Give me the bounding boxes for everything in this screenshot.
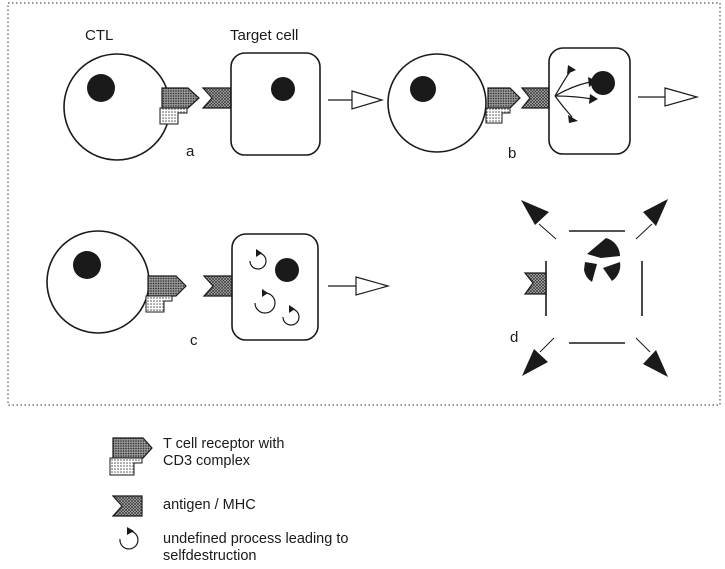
panel-a: CTL Target cell a [64, 27, 382, 160]
legend-item-process: undefined process leading to selfdestruc… [163, 531, 348, 565]
fragmented-nucleus [584, 238, 620, 282]
legend-icons [110, 438, 152, 549]
t-cell-receptor [162, 88, 199, 108]
ctl-cell [47, 231, 149, 333]
t-cell-receptor-cd3-icon [110, 438, 152, 475]
legend-text-line: selfdestruction [163, 548, 348, 565]
panel-label-b: b [508, 145, 516, 162]
ctl-cell [388, 54, 486, 152]
legend-text-line: T cell receptor with [163, 436, 284, 453]
ctl-nucleus [87, 74, 115, 102]
cd3-complex [160, 108, 187, 124]
target-nucleus [271, 77, 295, 101]
antigen-mhc [204, 276, 232, 296]
target-cell [231, 53, 320, 155]
target-cell-label: Target cell [230, 27, 298, 44]
progression-arrow-head [352, 91, 382, 109]
cd3-complex [146, 296, 172, 312]
legend-text-line: antigen / MHC [163, 497, 256, 514]
progression-arrow-head [665, 88, 697, 106]
panel-label-a: a [186, 143, 195, 160]
progression-arrow-head [356, 277, 388, 295]
panel-b: b [388, 48, 697, 162]
circular-process-arrow-icon [120, 527, 138, 549]
panel-d: d [510, 199, 668, 377]
legend-text-line: undefined process leading to [163, 531, 348, 548]
antigen-mhc-icon [113, 496, 142, 516]
target-nucleus [591, 71, 615, 95]
ctl-cell [64, 54, 170, 160]
antigen-mhc [522, 88, 549, 108]
legend-item-receptor: T cell receptor with CD3 complex [163, 436, 284, 470]
panel-c: c [47, 231, 388, 349]
fragmented-target-cell [539, 224, 652, 352]
antigen-mhc [525, 273, 546, 294]
t-cell-receptor [488, 88, 520, 108]
cd3-complex [486, 108, 510, 123]
panel-label-d: d [510, 329, 518, 346]
panel-label-c: c [190, 332, 198, 349]
target-nucleus [275, 258, 299, 282]
t-cell-receptor [148, 276, 186, 296]
target-cell [232, 234, 318, 340]
ctl-nucleus [410, 76, 436, 102]
antigen-mhc [203, 88, 231, 108]
legend-text-line: CD3 complex [163, 453, 284, 470]
ctl-label: CTL [85, 27, 113, 44]
ctl-nucleus [73, 251, 101, 279]
legend-item-antigen: antigen / MHC [163, 497, 256, 514]
